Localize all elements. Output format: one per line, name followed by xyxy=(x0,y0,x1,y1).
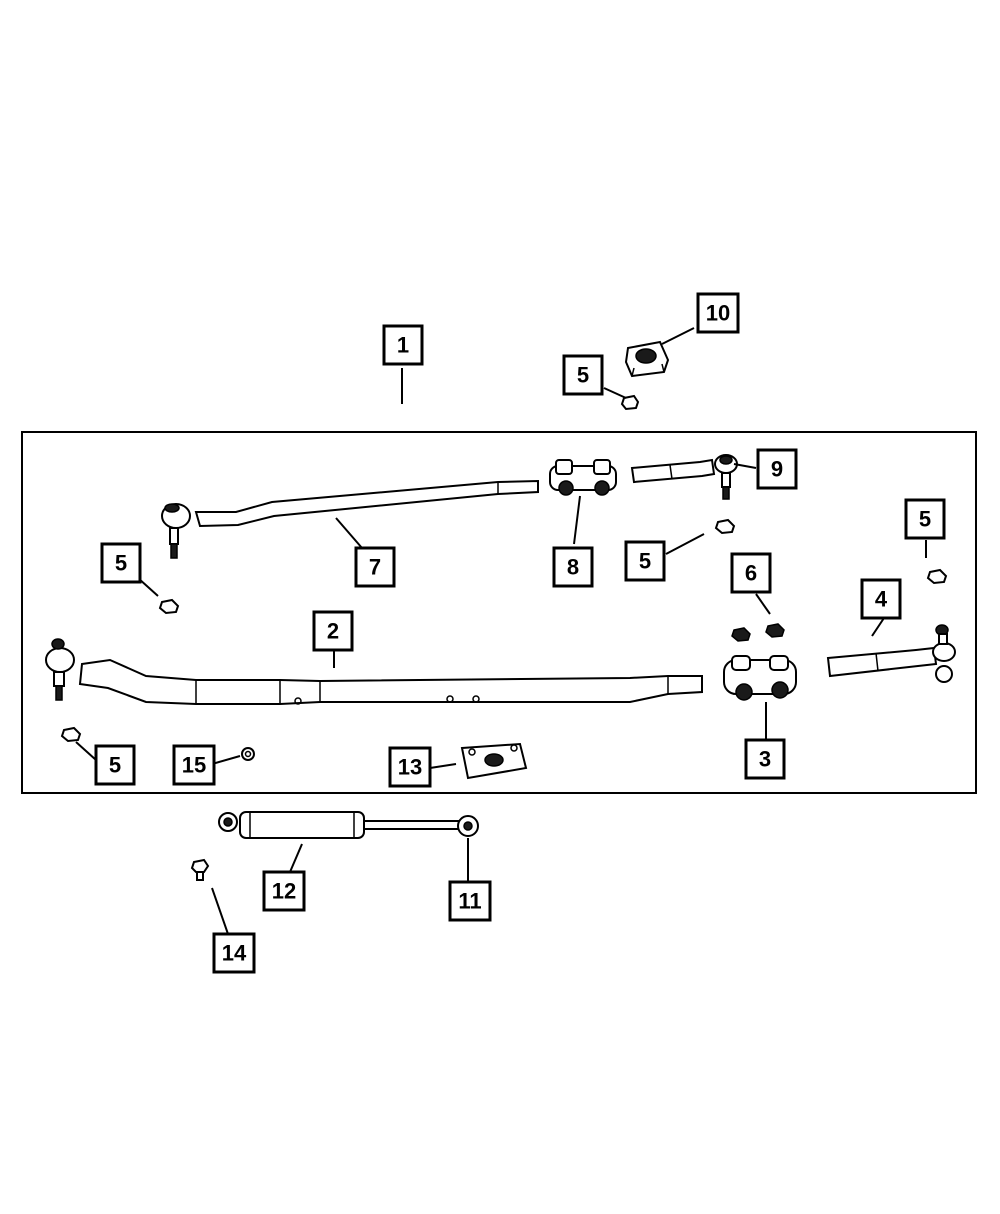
callout-7-label: 7 xyxy=(369,555,381,580)
callout-15-label: 15 xyxy=(182,753,206,778)
part-12-steering-damper xyxy=(218,811,461,839)
part-7-drag-link xyxy=(161,479,539,559)
callout-11: 11 xyxy=(448,880,492,922)
callout-2-label: 2 xyxy=(327,619,339,644)
part-15-washer xyxy=(241,747,255,761)
callout-5-right-label: 5 xyxy=(919,507,931,532)
callout-7: 7 xyxy=(354,546,396,588)
kit-group-frame xyxy=(21,431,977,794)
part-5-nut-right-upper xyxy=(926,568,948,585)
callout-3: 3 xyxy=(744,738,786,780)
part-9-tie-rod-end xyxy=(630,454,738,500)
callout-10: 10 xyxy=(696,292,740,334)
part-5-nut-left-upper xyxy=(158,598,180,615)
callout-1: 1 xyxy=(382,324,424,366)
callout-13: 13 xyxy=(388,746,432,788)
callout-8-label: 8 xyxy=(567,555,579,580)
part-10-bracket xyxy=(624,340,670,378)
part-5-nut-top xyxy=(620,394,640,411)
callout-9: 9 xyxy=(756,448,798,490)
part-8-clamp xyxy=(549,459,617,496)
callout-5-top: 5 xyxy=(562,354,604,396)
callout-5-left: 5 xyxy=(100,542,142,584)
part-11-damper-rod-eye xyxy=(457,815,479,837)
callout-5-left-label: 5 xyxy=(115,551,127,576)
leader-lines xyxy=(75,327,927,935)
callout-4-label: 4 xyxy=(875,587,888,612)
callout-6: 6 xyxy=(730,552,772,594)
callout-9-label: 9 xyxy=(771,457,783,482)
callout-5-center-label: 5 xyxy=(639,549,651,574)
callout-5-bottom: 5 xyxy=(94,744,136,786)
callout-8: 8 xyxy=(552,546,594,588)
part-2-tie-rod xyxy=(45,638,703,705)
part-14-bolt xyxy=(190,858,210,881)
callout-5-bottom-label: 5 xyxy=(109,753,121,778)
callout-2: 2 xyxy=(312,610,354,652)
callout-3-label: 3 xyxy=(759,747,771,772)
part-5-nut-left-lower xyxy=(60,726,82,743)
callout-12: 12 xyxy=(262,870,306,912)
callout-5-center: 5 xyxy=(624,540,666,582)
callout-4: 4 xyxy=(860,578,902,620)
part-4-tie-rod-end xyxy=(826,624,956,683)
part-3-adjuster-sleeve xyxy=(723,655,797,701)
callout-5-right: 5 xyxy=(904,498,946,540)
callout-1-label: 1 xyxy=(397,333,409,358)
callout-11-label: 11 xyxy=(458,889,481,914)
callout-14: 14 xyxy=(212,932,256,974)
callout-14-label: 14 xyxy=(222,941,247,966)
callout-13-label: 13 xyxy=(398,755,422,780)
callout-12-label: 12 xyxy=(272,879,296,904)
part-13-bracket xyxy=(460,742,528,780)
callout-5-top-label: 5 xyxy=(577,363,589,388)
callout-15: 15 xyxy=(172,744,216,786)
part-5-nut-center xyxy=(714,518,736,535)
part-6-nuts xyxy=(731,623,785,642)
callout-6-label: 6 xyxy=(745,561,757,586)
callout-10-label: 10 xyxy=(706,301,730,326)
